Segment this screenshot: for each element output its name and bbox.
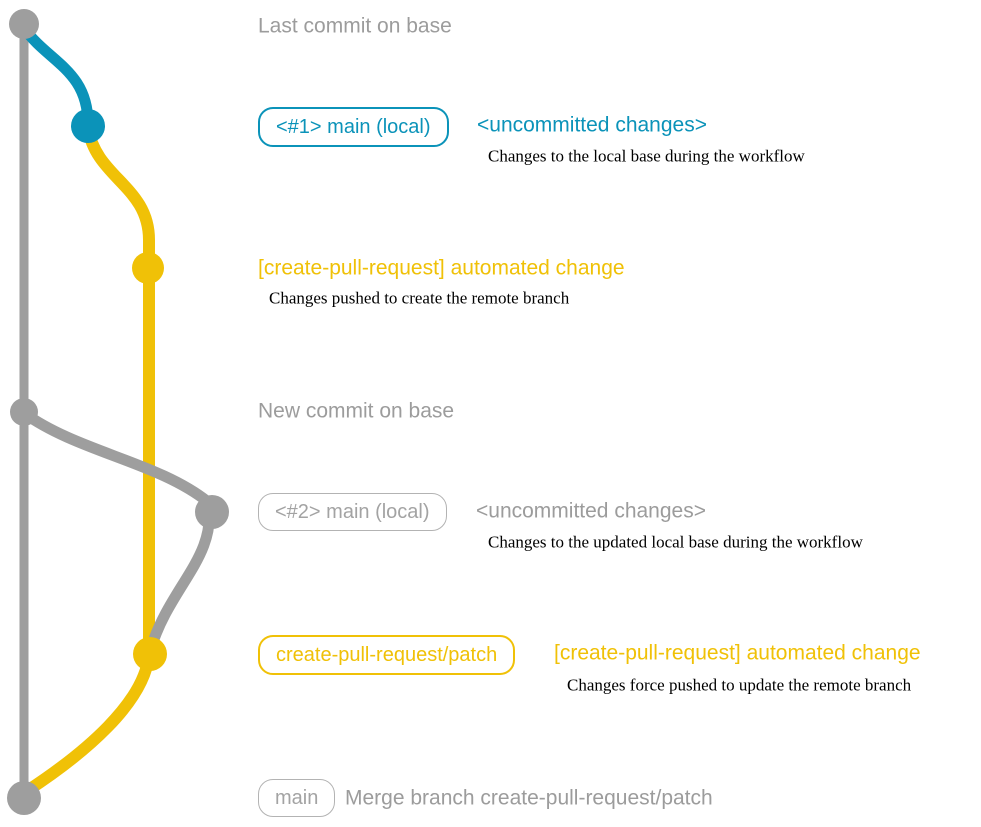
commit-message-merge: Merge branch create-pull-request/patch — [345, 786, 713, 810]
branch-tag-main: main — [258, 779, 336, 817]
commit-label-last-base: Last commit on base — [258, 14, 452, 38]
commit-dot-new-base — [10, 398, 38, 426]
annotation-force-pushed-update-branch: Changes force pushed to update the remot… — [567, 675, 912, 695]
commit-dot-last-base — [9, 9, 39, 39]
commit-message-automated-1: [create-pull-request] automated change — [258, 256, 625, 280]
branch-tag-label: <#1> main (local) — [276, 115, 431, 138]
commit-dot-automated-change-1 — [132, 252, 164, 284]
annotation-updated-local-base-changes: Changes to the updated local base during… — [488, 532, 863, 552]
commit-dot-local-main-1 — [71, 109, 105, 143]
commit-message-uncommitted-1: <uncommitted changes> — [477, 113, 707, 137]
branch-tag-label: create-pull-request/patch — [276, 643, 498, 666]
commit-label-new-base: New commit on base — [258, 399, 455, 423]
branch-tag-label: <#2> main (local) — [275, 500, 430, 523]
branch-tag-patch: create-pull-request/patch — [258, 635, 516, 675]
commit-dot-local-main-2 — [195, 495, 229, 529]
commit-dot-automated-change-2 — [133, 637, 167, 671]
updated-local-main-branch-curve — [20, 408, 215, 650]
commit-message-uncommitted-2: <uncommitted changes> — [476, 499, 706, 523]
annotation-pushed-create-branch: Changes pushed to create the remote bran… — [269, 288, 570, 308]
branch-tag-local-main-1: <#1> main (local) — [258, 107, 449, 147]
local-main-branch-curve — [19, 24, 94, 125]
commit-message-automated-2: [create-pull-request] automated change — [554, 641, 921, 665]
commit-dot-merge — [7, 781, 41, 815]
annotation-local-base-changes: Changes to the local base during the wor… — [488, 146, 805, 166]
branch-tag-label: main — [275, 786, 319, 809]
branch-tag-local-main-2: <#2> main (local) — [258, 493, 447, 531]
